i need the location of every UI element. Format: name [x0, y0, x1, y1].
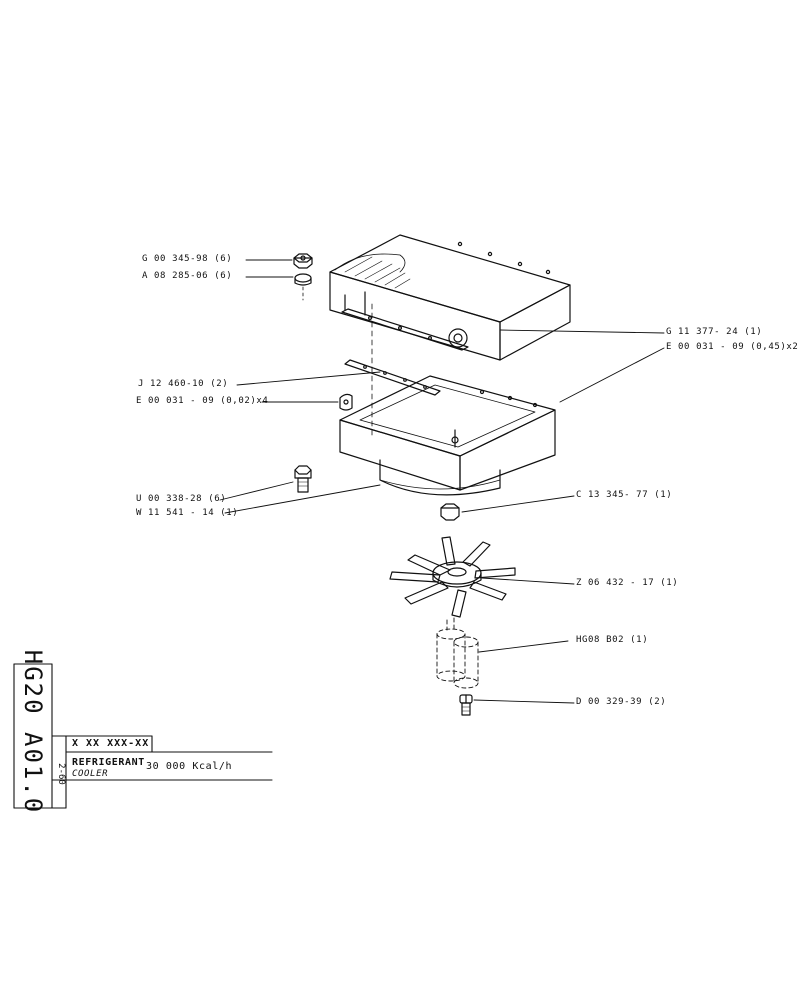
part-label-radiator: G 11 377- 24 (1): [666, 327, 763, 337]
title-french: REFRIGERANT: [72, 757, 145, 768]
leader-lines: [219, 259, 665, 704]
page-reference: 2-60: [56, 763, 66, 785]
part-label-gasket: J 12 460-10 (2): [138, 379, 229, 389]
bolt: [294, 465, 312, 493]
part-label-nut-small: C 13 345- 77 (1): [576, 490, 673, 500]
radiator-core: [329, 234, 571, 361]
code-box: X XX XXX-XX: [72, 738, 150, 749]
capacity-value: 30 000 Kcal/h: [146, 761, 233, 772]
drawing-code: HG20 A01.0: [19, 649, 47, 815]
part-label-motor: HG08 B02 (1): [576, 635, 649, 645]
title-english: COOLER: [72, 769, 109, 779]
fan-shroud: [339, 299, 556, 496]
fan: [389, 536, 516, 618]
nut: [440, 503, 460, 521]
part-label-hose: E 00 031 - 09 (0,45)x2: [666, 342, 798, 352]
part-label-shroud: W 11 541 - 14 (1): [136, 508, 239, 518]
part-label-fan: Z 06 432 - 17 (1): [576, 578, 679, 588]
title-block-frame: [13, 663, 273, 809]
motor-unit: [436, 617, 479, 689]
nut-washer-group: [293, 253, 313, 301]
screw: [459, 694, 473, 716]
part-label-bolt: U 00 338-28 (6): [136, 494, 227, 504]
bracket-clip: [339, 393, 353, 411]
part-label-bracket: E 00 031 - 09 (0,02)x4: [136, 396, 269, 406]
part-label-washer: A 08 285-06 (6): [142, 271, 233, 281]
part-label-screw: D 00 329-39 (2): [576, 697, 667, 707]
cooler-exploded-drawing: [13, 234, 665, 809]
part-label-nut: G 00 345-98 (6): [142, 254, 233, 264]
gasket-strip: [344, 359, 441, 396]
